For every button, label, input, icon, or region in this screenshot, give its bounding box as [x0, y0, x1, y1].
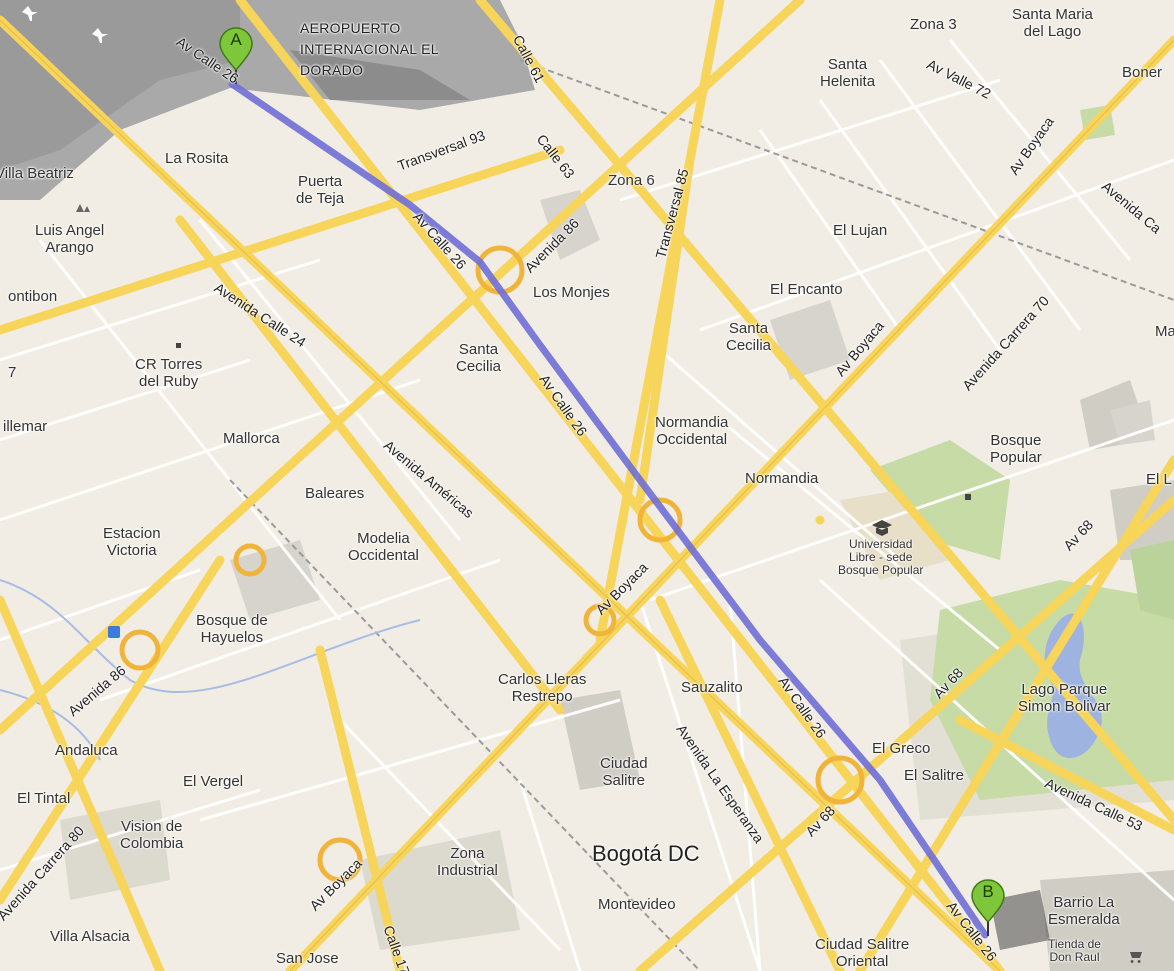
bus-station-icon — [108, 626, 120, 638]
neighborhood-label-santa-maria-del-lago: Santa Maria del Lago — [1012, 6, 1093, 40]
neighborhood-label-bosque-popular: Bosque Popular — [990, 432, 1042, 466]
neighborhood-label-santa-helenita: Santa Helenita — [820, 56, 876, 90]
neighborhood-label-vision-de-colombia: Vision de Colombia — [120, 818, 184, 852]
neighborhood-label-mar: Mar — [1155, 323, 1174, 340]
airport-label-line: AEROPUERTO — [300, 20, 401, 36]
neighborhood-label-villa-alsacia: Villa Alsacia — [50, 928, 130, 945]
neighborhood-label-mallorca: Mallorca — [223, 430, 280, 447]
neighborhood-label-cr-torres: CR Torres del Ruby — [135, 356, 203, 390]
neighborhood-label-universidad-libre: Universidad Libre - sede Bosque Popular — [838, 537, 924, 577]
neighborhood-label-el-salitre: El Salitre — [904, 767, 965, 784]
neighborhood-label-lago-parque: Lago Parque Simon Bolivar — [1018, 681, 1111, 715]
neighborhood-label-normandia-occidental: Normandia Occidental — [655, 414, 729, 448]
university-icon — [872, 520, 892, 536]
neighborhood-label-santa-cecilia-e: Santa Cecilia — [726, 320, 772, 354]
route-path — [228, 80, 989, 939]
neighborhood-label-el-lujan: El Lujan — [833, 222, 888, 239]
neighborhood-label-baleares: Baleares — [305, 485, 365, 502]
neighborhood-label-luis-angel-arango: Luis Angel Arango — [35, 222, 105, 256]
poi-icon — [965, 494, 971, 500]
marker-b-label: B — [982, 882, 994, 901]
marker-a-label: A — [230, 30, 242, 49]
neighborhood-label-modelia-occidental: Modelia Occidental — [348, 530, 419, 564]
marker-b[interactable]: B — [973, 878, 1003, 928]
neighborhood-label-bosque-de-hayuelos: Bosque de Hayuelos — [196, 612, 268, 646]
neighborhood-label-el-greco: El Greco — [872, 740, 931, 757]
neighborhood-label-villemar: illemar — [3, 418, 48, 435]
neighborhood-label-el-l: El L — [1146, 471, 1172, 488]
airport-label-line: DORADO — [300, 62, 364, 78]
airplane-icon — [22, 6, 108, 43]
marker-b-icon — [971, 879, 1005, 936]
neighborhood-label-san-jose: San Jose — [276, 950, 339, 967]
airport-label: AEROPUERTO INTERNACIONAL EL DORADO — [300, 18, 439, 81]
neighborhood-label-el-tintal: El Tintal — [17, 790, 71, 807]
neighborhood-label-normandia: Normandia — [745, 470, 819, 487]
neighborhood-label-santa-cecilia-w: Santa Cecilia — [456, 341, 502, 375]
cart-icon — [1130, 952, 1142, 963]
marker-a-icon — [219, 27, 253, 84]
neighborhood-label-seven: 7 — [8, 364, 17, 381]
neighborhood-label-andaluca: Andaluca — [55, 742, 118, 759]
neighborhood-label-villa-beatriz: Villa Beatriz — [0, 165, 74, 182]
neighborhood-label-el-encanto: El Encanto — [770, 281, 843, 298]
airport-label-line: INTERNACIONAL EL — [300, 41, 439, 57]
neighborhood-label-estacion-victoria: Estacion Victoria — [103, 525, 161, 559]
poi-icon — [176, 343, 181, 348]
neighborhood-label-zona-6: Zona 6 — [608, 172, 655, 189]
monument-icon — [76, 204, 90, 212]
neighborhood-label-sauzalito: Sauzalito — [681, 679, 743, 696]
neighborhood-label-zona-3: Zona 3 — [910, 16, 957, 33]
neighborhood-label-los-monjes: Los Monjes — [533, 284, 610, 301]
marker-a[interactable]: A — [221, 26, 251, 76]
neighborhood-label-fontibon: ontibon — [8, 288, 58, 305]
neighborhood-label-ciudad-salitre-oriental: Ciudad Salitre Oriental — [815, 936, 910, 970]
neighborhood-label-montevideo: Montevideo — [598, 896, 676, 913]
neighborhood-label-barrio-la-esmeralda: Barrio La Esmeralda — [1048, 894, 1120, 928]
neighborhood-label-boner: Boner — [1122, 64, 1163, 81]
city-label: Bogotá DC — [592, 841, 700, 866]
neighborhood-label-la-rosita: La Rosita — [165, 150, 229, 167]
neighborhood-label-ciudad-salitre: Ciudad Salitre — [600, 755, 648, 789]
neighborhood-label-zona-industrial: Zona Industrial — [437, 845, 498, 879]
neighborhood-label-tienda-de-don-raul: Tienda de Don Raul — [1048, 937, 1101, 964]
neighborhood-label-carlos-lleras: Carlos Lleras Restrepo — [498, 671, 587, 705]
neighborhood-label-puerta-de-teja: Puerta de Teja — [296, 173, 345, 207]
neighborhood-label-el-vergel: El Vergel — [183, 773, 244, 790]
